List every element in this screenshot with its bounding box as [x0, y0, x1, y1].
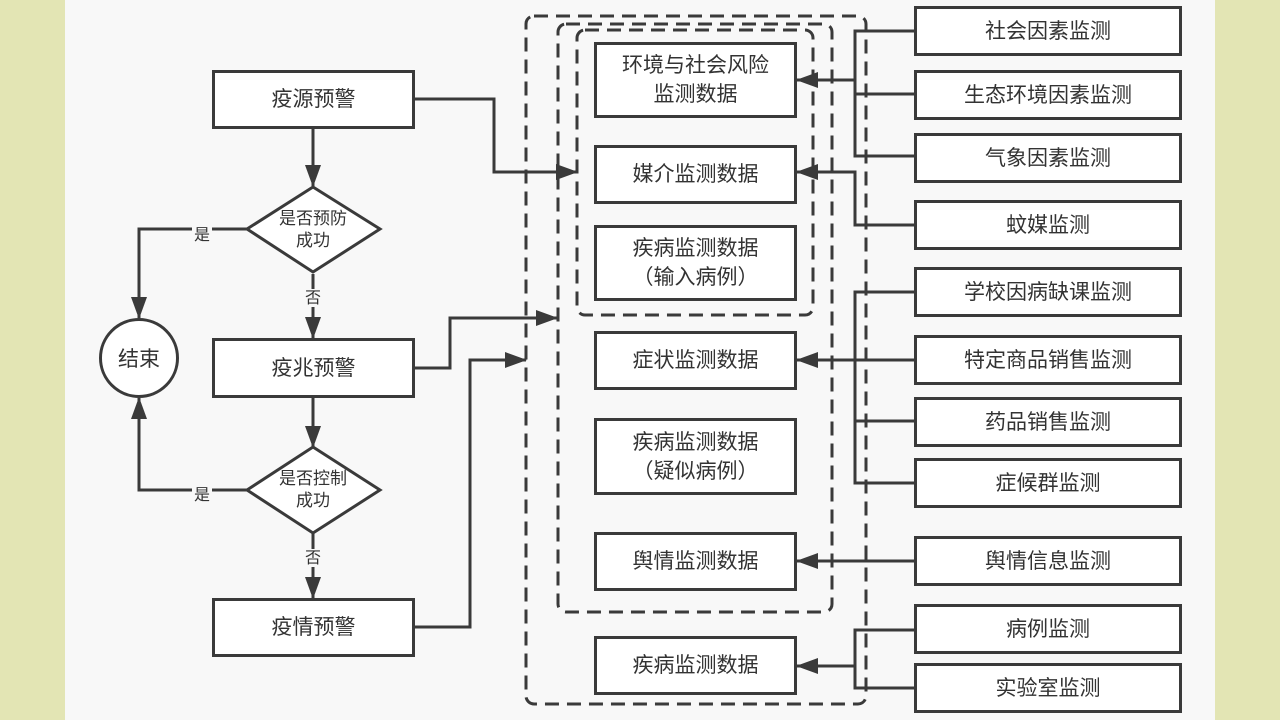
source-label: 症候群监测 [995, 470, 1101, 495]
source-label: 特定商品销售监测 [964, 347, 1132, 372]
source-label: 病例监测 [1006, 616, 1090, 641]
env-social-line1: 环境与社会风险 [622, 53, 769, 77]
epidemic-warning-label: 疫情预警 [271, 615, 356, 639]
source-public-opinion-info[interactable]: 舆情信息监测 [914, 536, 1182, 586]
vector-data-box[interactable]: 媒介监测数据 [594, 145, 797, 204]
symptom-data-box[interactable]: 症状监测数据 [594, 331, 797, 390]
decision-control-line1: 是否控制 [279, 469, 347, 489]
connector-symptom-sources [853, 290, 914, 485]
end-label: 结束 [118, 347, 160, 371]
source-ecological-factors[interactable]: 生态环境因素监测 [914, 70, 1182, 120]
decision-control-text: 是否控制 成功 [263, 468, 363, 512]
source-social-factors[interactable]: 社会因素监测 [914, 6, 1182, 56]
middle-dashed-group [556, 22, 834, 614]
arrow-to-vector [796, 164, 914, 227]
source-warning-label: 疫源预警 [271, 87, 356, 111]
source-label: 蚊媒监测 [1006, 212, 1090, 237]
source-laboratory[interactable]: 实验室监测 [914, 663, 1182, 713]
disease-suspected-line1: 疾病监测数据 [632, 429, 759, 454]
source-syndrome[interactable]: 症候群监测 [914, 458, 1182, 508]
yes-label-1: 是 [192, 225, 213, 244]
connector-disease-sources [853, 628, 914, 690]
source-label: 学校因病缺课监测 [964, 279, 1132, 304]
decision-prevent-line1: 是否预防 [279, 209, 347, 229]
source-drug-sales[interactable]: 药品销售监测 [914, 397, 1182, 447]
sign-warning-box[interactable]: 疫兆预警 [212, 338, 415, 398]
source-specific-goods-sales[interactable]: 特定商品销售监测 [914, 335, 1182, 385]
arrow-sign-to-middle-group [415, 310, 558, 370]
source-mosquito-vector[interactable]: 蚊媒监测 [914, 200, 1182, 250]
left-side-panel [0, 0, 65, 720]
disease-imported-line2: （输入病例） [632, 265, 759, 289]
decision-prevent-text: 是否预防 成功 [263, 208, 363, 252]
symptom-data-label: 症状监测数据 [632, 348, 759, 372]
public-opinion-data-box[interactable]: 舆情监测数据 [594, 532, 797, 591]
source-warning-box[interactable]: 疫源预警 [212, 70, 415, 129]
source-label: 生态环境因素监测 [964, 82, 1132, 107]
source-label: 药品销售监测 [985, 409, 1111, 434]
sign-warning-label: 疫兆预警 [271, 355, 356, 380]
disease-data-box[interactable]: 疾病监测数据 [594, 636, 797, 695]
disease-suspected-data-box[interactable]: 疾病监测数据 （疑似病例） [594, 418, 797, 495]
decision-control-line2: 成功 [296, 491, 330, 511]
right-side-panel [1215, 0, 1280, 720]
source-case[interactable]: 病例监测 [914, 604, 1182, 654]
end-node[interactable]: 结束 [99, 318, 179, 398]
disease-imported-data-box[interactable]: 疾病监测数据 （输入病例） [594, 225, 797, 301]
disease-data-label: 疾病监测数据 [632, 653, 759, 677]
yes-label-2: 是 [192, 485, 213, 504]
source-label: 实验室监测 [995, 675, 1101, 700]
arrow-source-to-inner-group [415, 97, 578, 180]
source-school-absence[interactable]: 学校因病缺课监测 [914, 267, 1182, 317]
env-social-line2: 监测数据 [653, 82, 738, 106]
decision-prevent-line2: 成功 [296, 231, 330, 251]
decision-prevent-diamond [244, 185, 383, 274]
source-meteorological-factors[interactable]: 气象因素监测 [914, 133, 1182, 183]
arrow-epidemic-to-outer-group [415, 352, 527, 629]
arrow-decision2-yes [131, 397, 247, 492]
env-social-data-box[interactable]: 环境与社会风险 监测数据 [594, 42, 797, 118]
decision-control-diamond [244, 445, 383, 535]
vector-data-label: 媒介监测数据 [632, 162, 759, 186]
disease-suspected-line2: （疑似病例） [632, 458, 759, 483]
source-label: 气象因素监测 [985, 145, 1111, 170]
no-label-1: 否 [303, 288, 324, 307]
epidemic-warning-box[interactable]: 疫情预警 [212, 598, 415, 657]
no-label-2: 否 [303, 548, 324, 567]
source-label: 舆情信息监测 [985, 548, 1111, 573]
disease-imported-line1: 疾病监测数据 [632, 236, 759, 260]
public-opinion-data-label: 舆情监测数据 [632, 549, 759, 573]
source-label: 社会因素监测 [985, 18, 1111, 43]
